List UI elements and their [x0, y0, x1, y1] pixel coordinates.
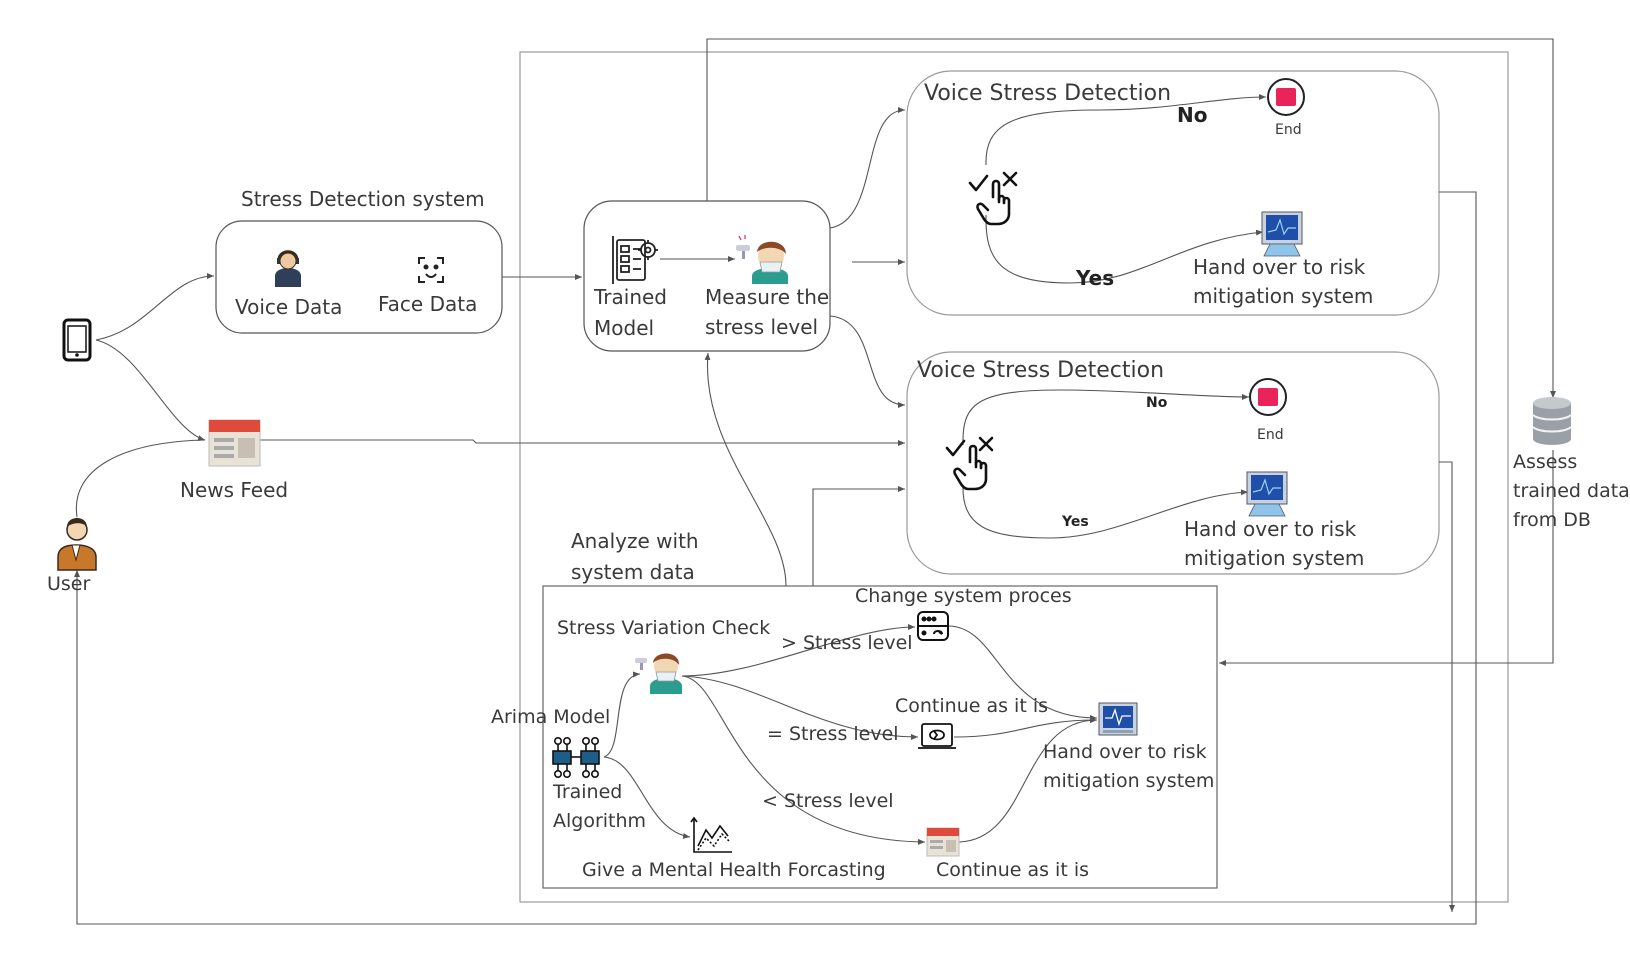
connector-face-news2	[681, 675, 926, 845]
bottom-handover-1: Hand over to risk	[1043, 741, 1207, 763]
trained-model-icon	[612, 236, 658, 284]
decision-hand-icon-2	[945, 436, 994, 491]
connector-analysis-model	[704, 352, 787, 587]
variation-check-label: Stress Variation Check	[557, 617, 771, 639]
forecast-label: Give a Mental Health Forcasting	[582, 859, 886, 881]
connector-change-handover	[947, 625, 1098, 721]
analyze-label-1: Analyze with	[571, 529, 699, 553]
voice-data-label: Voice Data	[235, 295, 343, 319]
connector-top-loop	[706, 38, 1556, 398]
face-data-label: Face Data	[378, 292, 478, 316]
news-feed-icon-2	[926, 827, 960, 857]
connector-phone-stress	[95, 273, 215, 341]
voice-stress-box-1	[906, 70, 1440, 316]
stress-detection-title: Stress Detection system	[241, 187, 485, 211]
stress-variation-face-icon	[635, 653, 682, 694]
connector-v2-yes	[962, 484, 1249, 539]
voice-box-2-title: Voice Stress Detection	[917, 358, 1165, 383]
connector-v1-yes	[985, 214, 1264, 284]
connector-model-voice1	[829, 107, 906, 229]
eq-stress-label: = Stress level	[767, 723, 899, 745]
connector-news2-handover	[958, 717, 1098, 843]
continue-laptop-icon	[918, 723, 956, 749]
trained-alg-label-1: Trained	[553, 781, 623, 803]
trained-model-label-2: Model	[594, 316, 655, 340]
continue-label-2: Continue as it is	[936, 859, 1090, 881]
trained-alg-label-2: Algorithm	[553, 810, 647, 832]
voice-box-2-handover-2: mitigation system	[1184, 546, 1365, 570]
decision-hand-icon-1	[968, 171, 1018, 226]
monitor-icon-2	[1246, 471, 1288, 517]
gt-stress-label: > Stress level	[781, 632, 913, 654]
phone-icon	[62, 318, 92, 362]
connector-face-continue	[681, 675, 919, 740]
news-feed-label: News Feed	[180, 478, 289, 502]
connector-db-analysis	[1219, 450, 1554, 666]
connector-alg-face	[603, 671, 641, 758]
voice-box-2-handover-1: Hand over to risk	[1184, 517, 1357, 541]
main-container	[519, 51, 1509, 903]
measure-label-1: Measure the	[705, 285, 830, 309]
user-icon	[57, 518, 97, 571]
change-process-label: Change system proces	[855, 585, 1072, 607]
connector-model-voice2	[829, 315, 906, 408]
analysis-box	[542, 585, 1218, 889]
connector-news-voice2	[260, 439, 905, 446]
connector-v2-no	[962, 389, 1250, 446]
continue-label-1: Continue as it is	[895, 695, 1049, 717]
connector-continue-handover	[953, 717, 1098, 738]
forecast-chart-icon	[690, 816, 732, 853]
news-feed-icon	[208, 419, 261, 467]
voice-box-2-end: End	[1257, 427, 1284, 443]
measure-label-2: stress level	[705, 315, 819, 339]
db-label-3: from DB	[1513, 509, 1591, 531]
face-id-icon	[418, 257, 444, 283]
monitor-icon-3	[1098, 702, 1138, 736]
database-icon	[1532, 397, 1572, 445]
analyze-label-2: system data	[571, 560, 695, 584]
voice-box-1-no: No	[1177, 103, 1208, 127]
voice-data-icon	[275, 250, 301, 287]
bottom-handover-2: mitigation system	[1043, 770, 1215, 792]
connector-v1-no	[985, 94, 1267, 166]
connector-user-news	[75, 439, 206, 518]
voice-box-1-handover-2: mitigation system	[1193, 284, 1374, 308]
connector-analysis-voice2	[812, 486, 905, 586]
trained-model-label-1: Trained	[594, 285, 667, 309]
voice-box-2-yes: Yes	[1062, 514, 1089, 530]
trained-algorithm-icon	[552, 736, 600, 778]
voice-box-1-handover-1: Hand over to risk	[1193, 255, 1366, 279]
connector-voice2-out	[1439, 461, 1455, 912]
voice-stress-box-2	[906, 351, 1440, 575]
voice-box-1-title: Voice Stress Detection	[924, 81, 1172, 106]
voice-box-1-yes: Yes	[1076, 266, 1115, 290]
db-label-1: Assess	[1513, 451, 1578, 473]
connector-voice1-out	[74, 191, 1477, 925]
lt-stress-label: < Stress level	[762, 790, 894, 812]
db-label-2: trained data	[1513, 480, 1630, 502]
change-process-icon	[917, 611, 949, 641]
voice-box-1-end: End	[1275, 122, 1302, 138]
monitor-icon-1	[1261, 211, 1303, 257]
connector-alg-forecast	[603, 756, 691, 839]
end-icon-1	[1267, 78, 1305, 116]
connector-face-change	[681, 624, 916, 677]
measure-stress-icon	[736, 235, 788, 284]
voice-box-2-no: No	[1146, 395, 1168, 411]
arima-label: Arima Model	[491, 706, 611, 728]
end-icon-2	[1249, 378, 1287, 416]
user-label: User	[47, 573, 91, 595]
connector-phone-news	[95, 339, 206, 441]
